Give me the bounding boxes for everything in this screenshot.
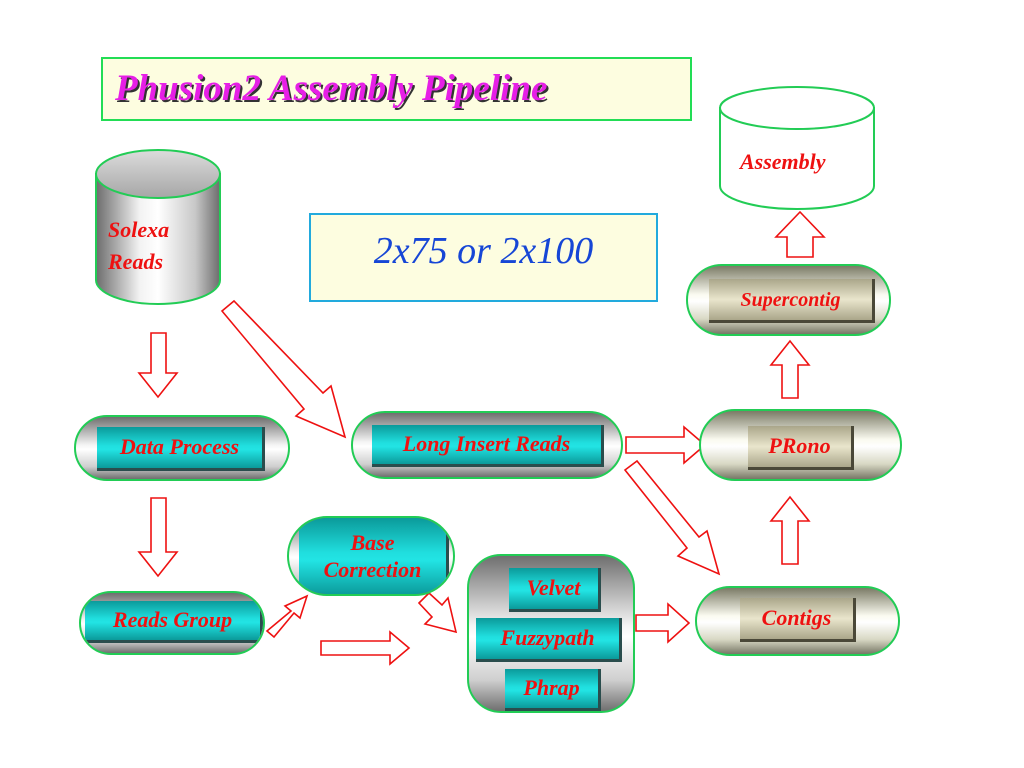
prono-box: PRono (748, 426, 854, 470)
data-process-box: Data Process (97, 427, 265, 471)
velvet-box: Velvet (509, 568, 601, 612)
arrow-basecorrection-to-assemblers (417, 591, 458, 634)
arrow-longinsert-to-contigs (623, 459, 721, 576)
long-insert-reads-label: Long Insert Reads (402, 431, 571, 457)
supercontig-node: Supercontig (686, 264, 891, 336)
base-correction-line2: Correction (323, 556, 422, 582)
assembly-cylinder-icon (719, 86, 875, 210)
phrap-label: Phrap (523, 675, 580, 701)
base-correction-line1: Base (350, 530, 395, 556)
reads-group-node: Reads Group (79, 591, 265, 655)
long-insert-reads-node: Long Insert Reads (351, 411, 623, 479)
arrow-longinsert-to-prono (625, 425, 707, 465)
prono-label: PRono (768, 433, 831, 459)
base-correction-label: Base Correction (324, 530, 422, 583)
long-insert-reads-box: Long Insert Reads (372, 425, 604, 467)
assembly-label: Assembly (740, 149, 826, 174)
contigs-box: Contigs (740, 598, 856, 642)
data-process-node: Data Process (74, 415, 290, 481)
arrow-assemblers-to-contigs (635, 602, 691, 644)
arrow-down-solexa (137, 332, 179, 399)
fuzzypath-box: Fuzzypath (476, 618, 622, 662)
solexa-reads-label: Solexa Reads (108, 214, 169, 278)
arrow-up-supercontig-to-assembly (774, 210, 826, 258)
base-correction-node: Base Correction (287, 516, 455, 596)
arrow-solexa-to-longinsert (220, 299, 347, 439)
base-correction-box: Base Correction (299, 518, 449, 594)
arrow-up-prono-to-supercontig (769, 339, 811, 399)
prono-node: PRono (699, 409, 902, 481)
solexa-reads-cylinder-icon (95, 149, 221, 305)
contigs-label: Contigs (761, 605, 832, 631)
page-title: Phusion2 Assembly Pipeline (115, 68, 548, 109)
supercontig-box: Supercontig (709, 279, 875, 323)
arrow-readsgroup-to-assemblers (320, 630, 411, 666)
title-box: Phusion2 Assembly Pipeline (101, 57, 692, 121)
data-process-label: Data Process (119, 434, 240, 460)
velvet-label: Velvet (526, 575, 581, 601)
solexa-label-line2: Reads (108, 248, 163, 274)
arrow-up-contigs-to-prono (769, 495, 811, 565)
reads-group-box: Reads Group (85, 601, 263, 643)
contigs-node: Contigs (695, 586, 900, 656)
arrow-down-dataprocess (137, 497, 179, 578)
reads-group-label: Reads Group (112, 607, 233, 633)
read-length-box: 2x75 or 2x100 (309, 213, 658, 302)
assemblers-node: Velvet Fuzzypath Phrap (467, 554, 635, 713)
read-length-text: 2x75 or 2x100 (373, 230, 594, 272)
supercontig-label: Supercontig (740, 288, 841, 311)
fuzzypath-label: Fuzzypath (500, 625, 595, 651)
phrap-box: Phrap (505, 669, 601, 711)
arrow-readsgroup-to-basecorrection (265, 594, 309, 639)
solexa-label-line1: Solexa (108, 217, 170, 242)
